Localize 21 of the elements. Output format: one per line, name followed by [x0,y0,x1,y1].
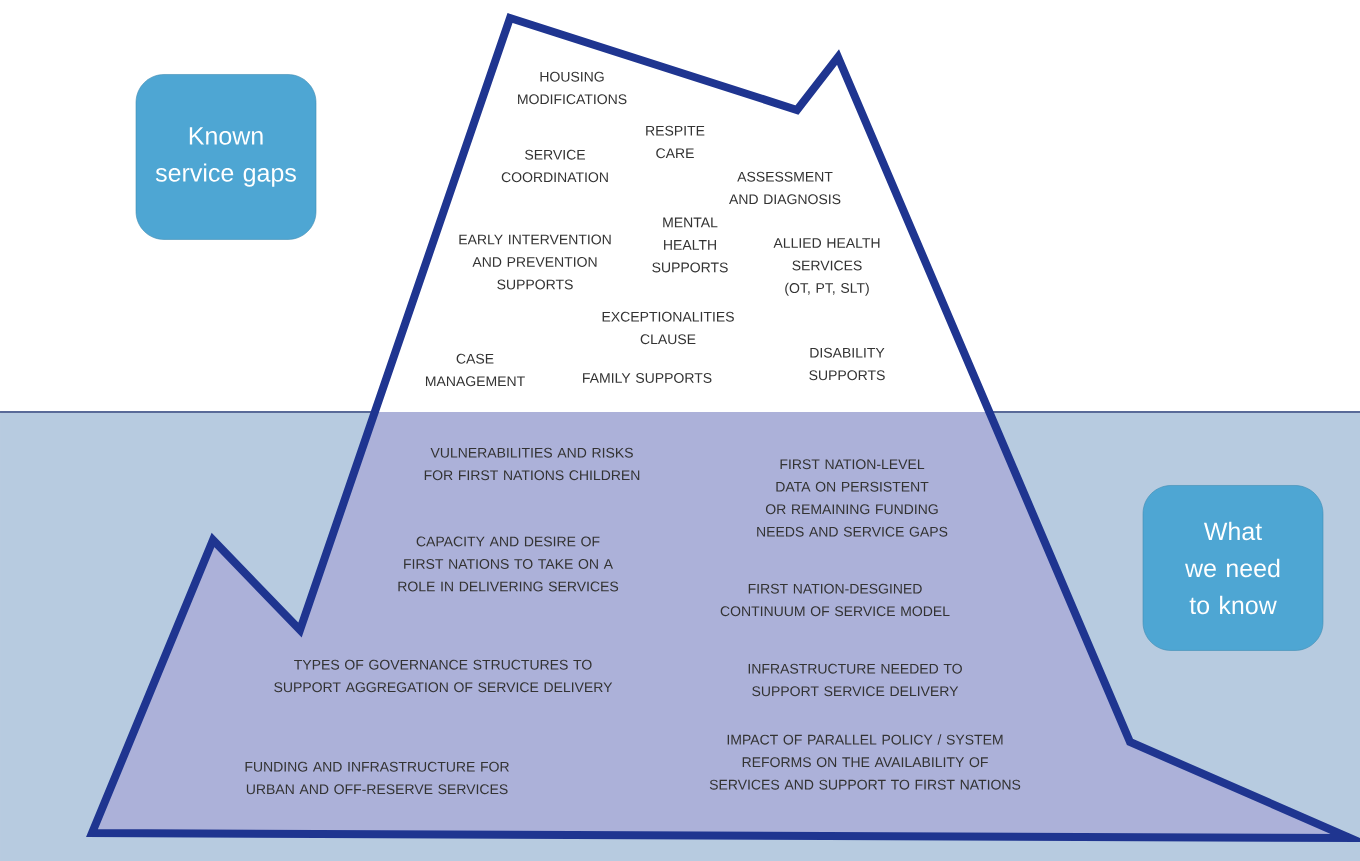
label-text: CAPACITY AND DESIRE OF FIRST NATIONS TO TAKE ON A ROLE IN DELIVERING SERVICES [398,536,619,592]
label-text: MENTAL HEALTH SUPPORTS [652,217,728,273]
label-text: VULNERABILITIES AND RISKS FOR FIRST NATIONS CHILDREN [424,447,640,481]
label-text: HOUSING MODIFICATIONS [518,71,627,105]
rounded-box: What we need to know [1142,485,1324,651]
label-text: ASSESSMENT AND DIAGNOSIS [729,171,841,205]
label-text: ALLIED HEALTH SERVICES (OT, PT, SLT) [773,238,880,296]
label-text: CASE MANAGEMENT [426,353,525,387]
label-text: EXCEPTIONALITIES CLAUSE [602,311,734,345]
label-text: IMPACT OF PARALLEL POLICY / SYSTEM REFORMS ON THE AVAILABILITY OF SERVICES AND SUPPORT TO FIRST NATIONS [709,734,1021,790]
label-text: FAMILY SUPPORTS [583,373,712,383]
rounded-box: Known service gaps [135,74,317,240]
label-text: INFRASTRUCTURE NEEDED TO SUPPORT SERVICE DELIVERY [748,663,962,697]
label-text: FIRST NATION-DESGINED CONTINUUM OF SERVICE MODEL [720,583,950,617]
label-text: DISABILITY SUPPORTS [809,347,885,381]
label-text: SERVICE COORDINATION [501,149,608,183]
label-text: RESPITE CARE [646,125,705,159]
label-text: FUNDING AND INFRASTRUCTURE FOR URBAN AND OFF-RESERVE SERVICES [245,761,509,795]
label-text: FIRST NATION-LEVEL DATA ON PERSISTENT OR REMAINING FUNDING NEEDS AND SERVICE GAPS [757,459,948,537]
label-text: TYPES OF GOVERNANCE STRUCTURES TO SUPPORT AGGREGATION OF SERVICE DELIVERY [274,659,613,693]
label-text: EARLY INTERVENTION AND PREVENTION SUPPORTS [459,234,611,290]
